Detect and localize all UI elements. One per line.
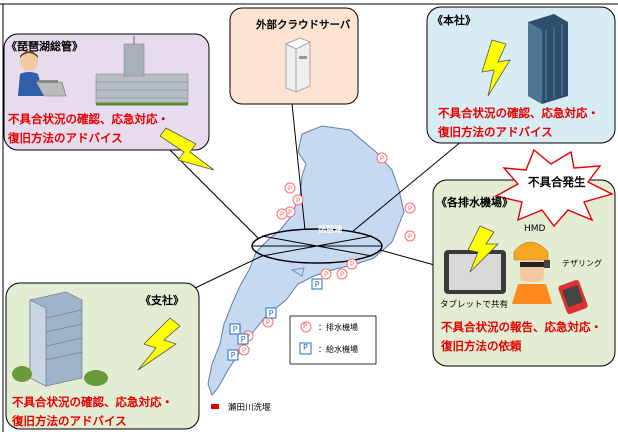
hub-line-d2 <box>261 235 373 257</box>
drain-station-marker <box>276 208 288 220</box>
tablet-icon <box>444 250 506 294</box>
drain-station-marker <box>336 268 348 280</box>
branch-office-line-2: 復旧方法のアドバイス <box>12 414 127 428</box>
smartphone-icon <box>558 279 588 315</box>
tablet-share-label: タブレットで共有 <box>440 300 509 310</box>
legend-drain-marker <box>300 321 312 333</box>
svg-text:P: P <box>280 211 284 219</box>
drain-station-marker <box>376 152 388 164</box>
pump-station-line-2: 復旧方法の依頼 <box>441 339 522 353</box>
svg-text:P: P <box>340 271 344 279</box>
svg-text:P: P <box>408 205 412 213</box>
svg-text:P: P <box>231 351 236 360</box>
hmd-label: HMD <box>524 224 546 234</box>
svg-text:P: P <box>233 325 238 334</box>
link-cloud <box>291 103 306 231</box>
drain-station-marker <box>404 202 416 214</box>
link-biwako-office <box>167 147 259 239</box>
biwako-office-title: 《琵琶湖総管》 <box>6 40 83 53</box>
seta-river-weir-label: 瀬田川洗堰 <box>228 403 271 413</box>
skyscraper-icon <box>528 14 568 104</box>
legend-drain-symbol: P <box>303 322 308 330</box>
pump-station-line-1: 不具合状況の報告、応急対応・ <box>441 320 602 334</box>
biwako-office-line-1: 不具合状況の確認、応急対応・ <box>8 112 169 126</box>
drain-station-marker <box>284 182 296 194</box>
lake-biwa-label: 琵琶湖 <box>318 225 342 234</box>
pump-station-title: 《各排水機場》 <box>436 196 513 209</box>
svg-text:P: P <box>315 280 320 289</box>
link-pump-station <box>379 249 439 267</box>
lake-biwa-shape <box>207 125 405 396</box>
svg-text:P: P <box>288 209 292 217</box>
svg-text:P: P <box>242 347 246 355</box>
weir-marker <box>211 404 219 409</box>
cloud-server-label: 外部クラウドサーバ <box>256 19 351 31</box>
drain-station-marker <box>292 194 304 206</box>
office-building-icon <box>12 291 108 387</box>
drain-station-marker-letters: PPP PPP PPP PPP P <box>242 155 412 355</box>
branch-office-line-1: 不具合状況の確認、応急対応・ <box>12 395 173 409</box>
lightning-bolt-biwako <box>159 127 215 171</box>
link-head-office <box>351 135 469 233</box>
legend-supply-marker <box>299 342 312 355</box>
head-office-line-1: 不具合状況の確認、応急対応・ <box>438 106 599 120</box>
head-office-line-2: 復旧方法のアドバイス <box>438 125 553 139</box>
legend-supply-label: ：給水機場 <box>318 345 358 354</box>
svg-text:P: P <box>296 197 300 205</box>
supply-station-marker-letters: PPP PP <box>231 280 320 360</box>
lightning-bolt-pump-station <box>467 225 499 273</box>
biwako-office-line-2: 復旧方法のアドバイス <box>8 131 123 145</box>
svg-text:P: P <box>408 233 412 241</box>
legend-supply-symbol: P <box>303 343 308 352</box>
svg-text:P: P <box>288 185 292 193</box>
server-icon <box>285 37 311 93</box>
supply-station-marker <box>311 278 323 290</box>
drain-station-marker <box>320 268 332 280</box>
supply-station-marker <box>229 323 241 335</box>
svg-text:P: P <box>266 319 270 327</box>
person-at-computer-icon <box>18 51 67 97</box>
pump-station-description: 不具合状況の報告、応急対応・ 復旧方法の依頼 <box>441 318 602 356</box>
supply-station-marker <box>237 333 249 345</box>
worker-with-hmd-icon <box>512 241 552 304</box>
svg-text:P: P <box>241 335 246 344</box>
legend-drain-label: ：排水機場 <box>318 323 358 332</box>
supply-station-marker <box>227 349 239 361</box>
svg-text:P: P <box>269 309 274 318</box>
drain-station-marker <box>404 230 416 242</box>
supply-station-markers <box>227 278 323 361</box>
svg-text:P: P <box>380 155 384 163</box>
trouble-occurred-label: 不具合発生 <box>528 175 586 189</box>
head-office-title: 《本社》 <box>432 14 476 27</box>
biwako-office-description: 不具合状況の確認、応急対応・ 復旧方法のアドバイス <box>8 110 169 148</box>
tethering-label: テザリング <box>562 259 602 268</box>
supply-station-marker <box>265 307 277 319</box>
branch-office-title: 《支社》 <box>140 294 184 307</box>
head-office-description: 不具合状況の確認、応急対応・ 復旧方法のアドバイス <box>438 104 599 142</box>
trouble-burst-shape <box>494 148 614 228</box>
svg-text:P: P <box>350 261 354 269</box>
drain-station-marker <box>238 344 250 356</box>
small-island <box>290 267 305 277</box>
branch-office-description: 不具合状況の確認、応急対応・ 復旧方法のアドバイス <box>12 393 173 431</box>
lightning-bolt-head-office <box>481 39 511 97</box>
government-building-icon <box>95 36 189 106</box>
lightning-bolt-branch-office <box>137 317 181 371</box>
drain-station-marker <box>346 258 358 270</box>
svg-text:P: P <box>324 271 328 279</box>
